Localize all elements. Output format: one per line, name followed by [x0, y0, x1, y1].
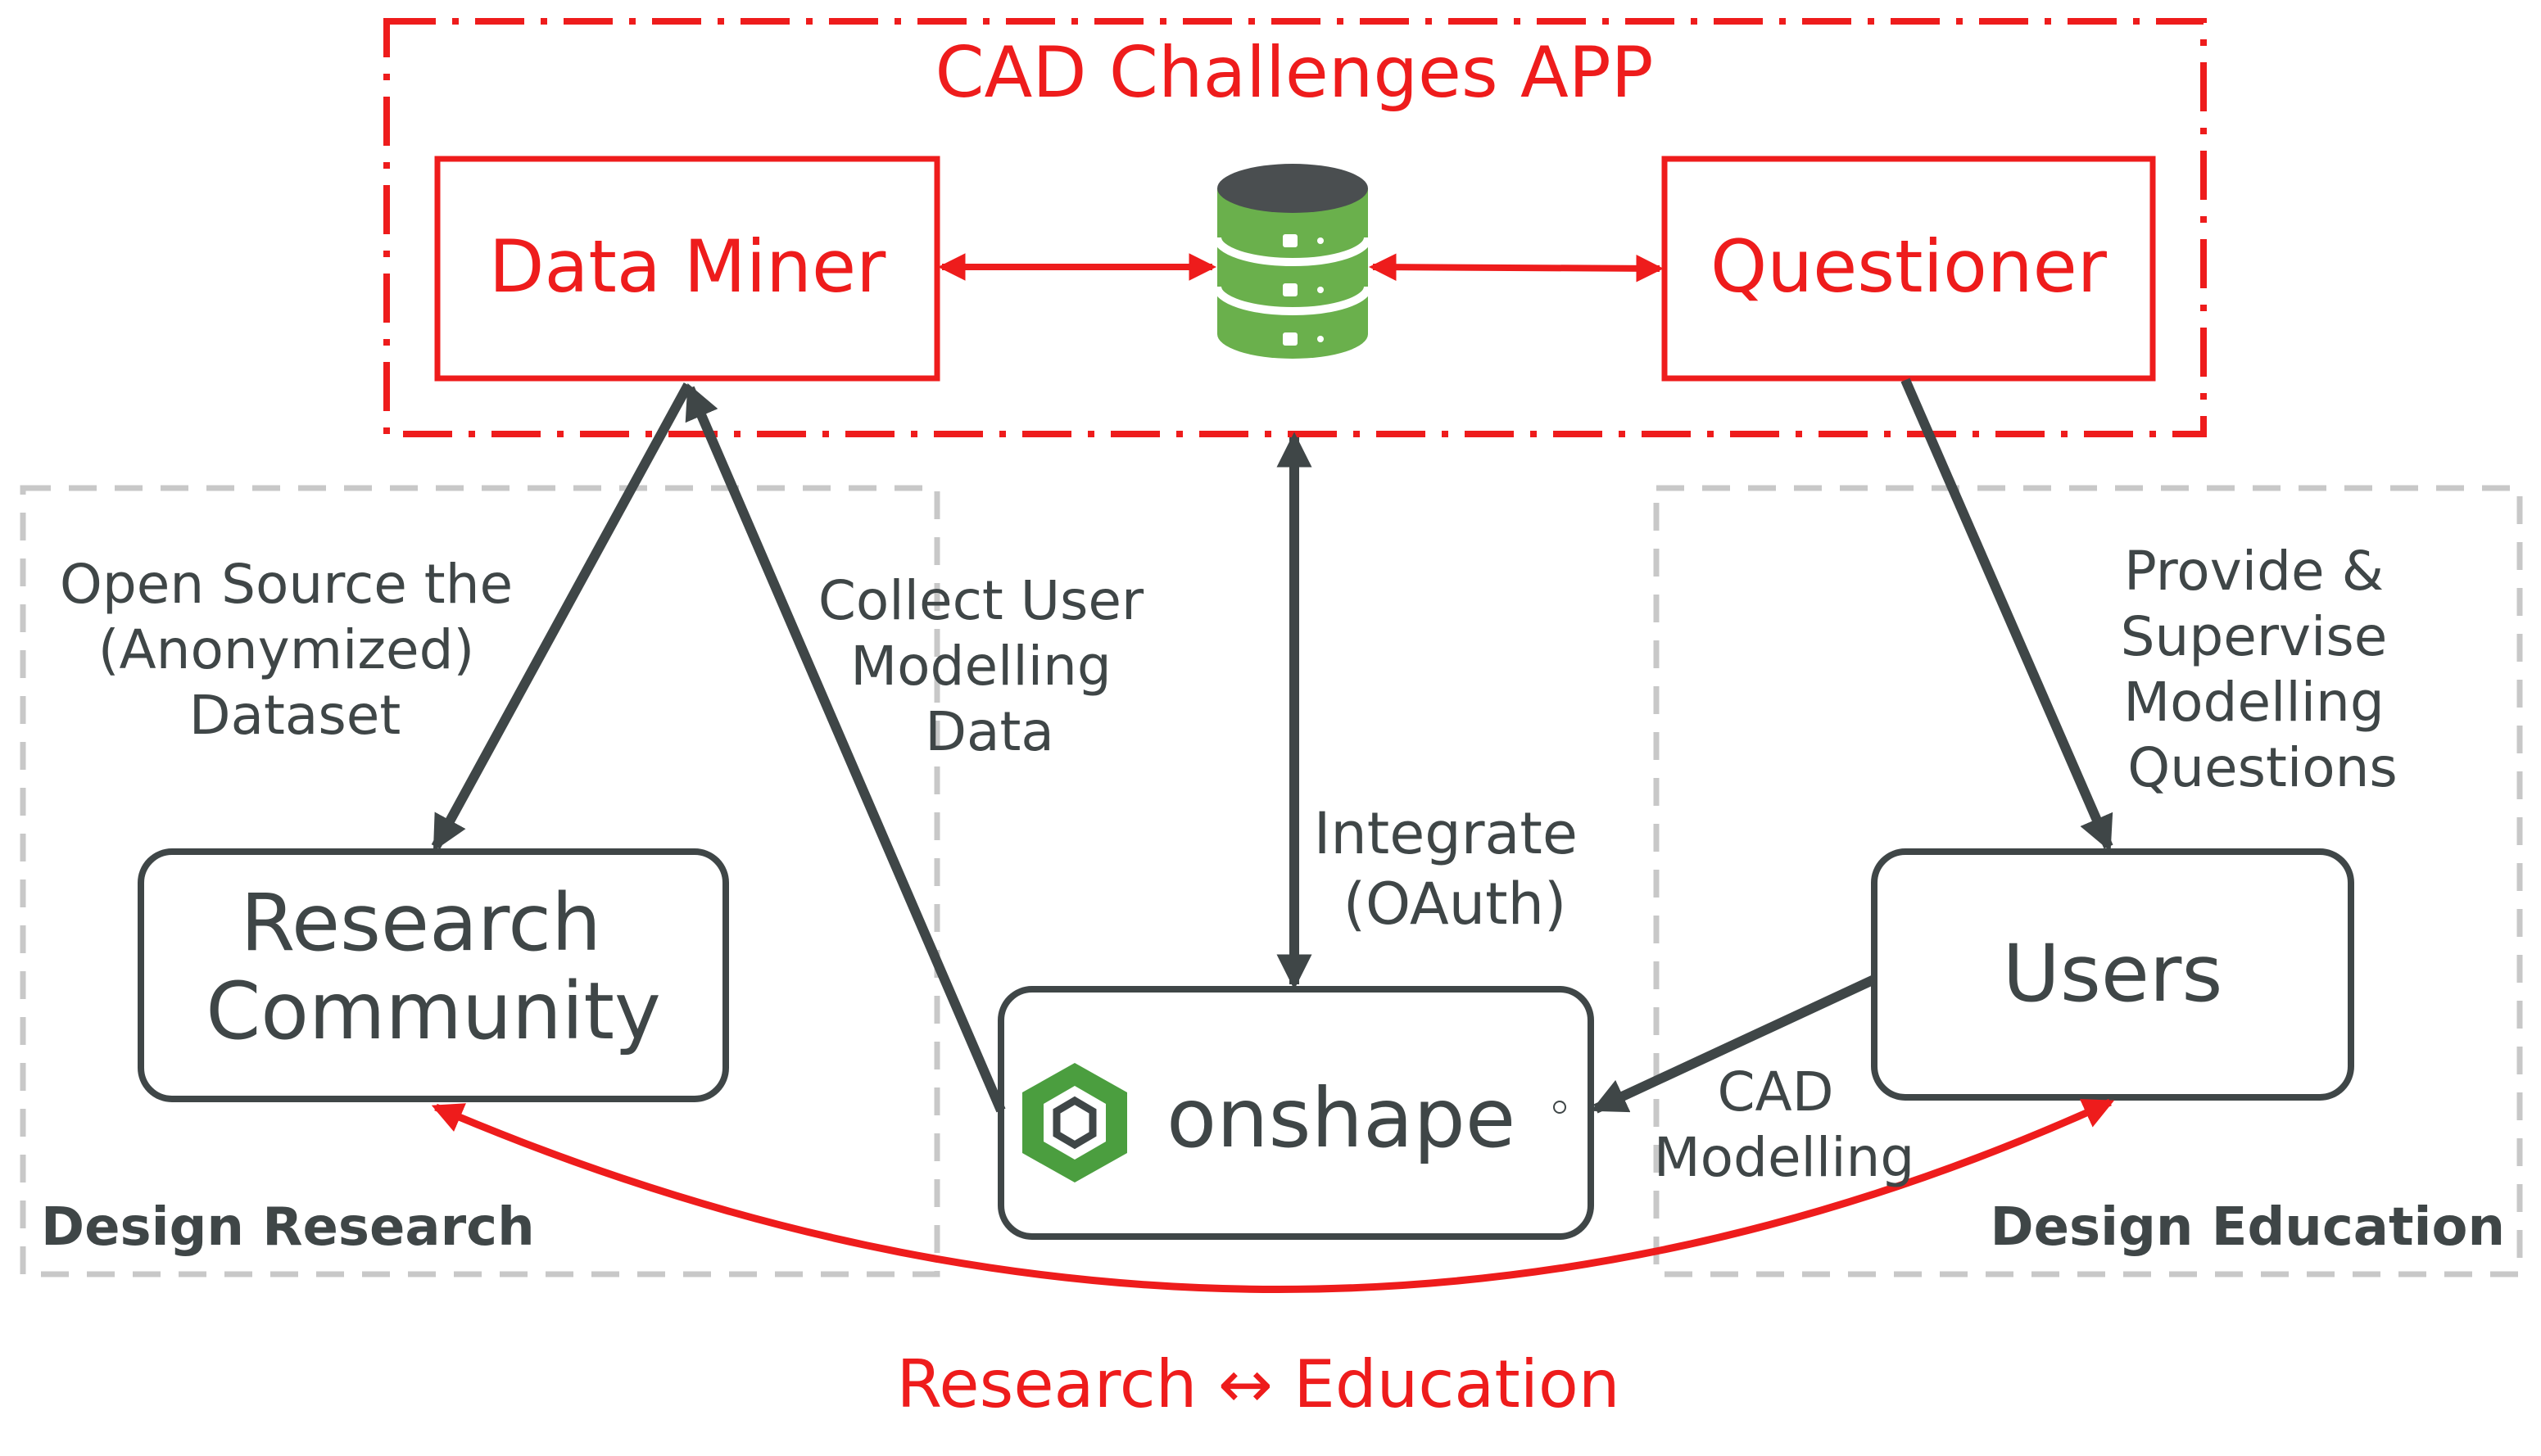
integrate-line-1: Integrate [1314, 800, 1578, 867]
cad-modelling-line-1: CAD [1717, 1060, 1833, 1124]
open-source-line-3: Dataset [189, 684, 401, 747]
app-title: CAD Challenges APP [935, 32, 1653, 114]
provide-questions-arrow [1900, 378, 2113, 852]
design-research-region [20, 485, 940, 1277]
open-source-label: Open Source the (Anonymized) Dataset [60, 553, 530, 747]
users-box [1871, 848, 2354, 1101]
users-label: Users [2003, 928, 2223, 1020]
collect-data-arrow [685, 383, 1006, 1113]
provide-line-3: Modelling [2123, 671, 2385, 734]
collect-data-line-2: Modelling [850, 635, 1112, 698]
database-icon [1213, 164, 1372, 359]
open-source-line-2: (Anonymized) [98, 618, 475, 681]
db-questioner-arrow [1368, 253, 1665, 283]
research-education-label: Research ↔ Education [896, 1346, 1619, 1422]
questioner-label: Questioner [1710, 224, 2108, 309]
research-community-box [138, 848, 729, 1102]
data-miner-label: Data Miner [489, 224, 886, 309]
design-research-label: Design Research [41, 1197, 535, 1258]
questioner-box [1661, 156, 2156, 382]
onshape-wordmark: onshape [1166, 1070, 1515, 1166]
open-source-line-1: Open Source the [60, 553, 513, 616]
provide-line-1: Provide & [2124, 540, 2384, 603]
research-community-line-1: Research [241, 877, 601, 969]
research-education-arrow [431, 1098, 2115, 1293]
collect-data-line-1: Collect User [818, 569, 1144, 632]
data-miner-box [434, 156, 940, 382]
design-education-label: Design Education [1991, 1197, 2506, 1258]
cad-modelling-label: CAD Modelling [1654, 1060, 1915, 1189]
research-community-line-2: Community [206, 965, 661, 1057]
provide-questions-label: Provide & Supervise Modelling Questions [2121, 540, 2405, 799]
provide-line-2: Supervise [2121, 605, 2388, 668]
design-education-region [1653, 485, 2523, 1277]
research-community-label: Research Community [206, 877, 661, 1057]
provide-line-4: Questions [2127, 736, 2398, 799]
open-source-arrow [431, 382, 693, 852]
cad-modelling-arrow [1591, 974, 1877, 1114]
collect-data-line-3: Data [925, 700, 1054, 763]
cad-modelling-line-2: Modelling [1654, 1126, 1915, 1189]
integrate-label: Integrate (OAuth) [1314, 800, 1596, 938]
collect-data-label: Collect User Modelling Data [818, 569, 1161, 763]
integrate-line-2: (OAuth) [1343, 870, 1567, 938]
